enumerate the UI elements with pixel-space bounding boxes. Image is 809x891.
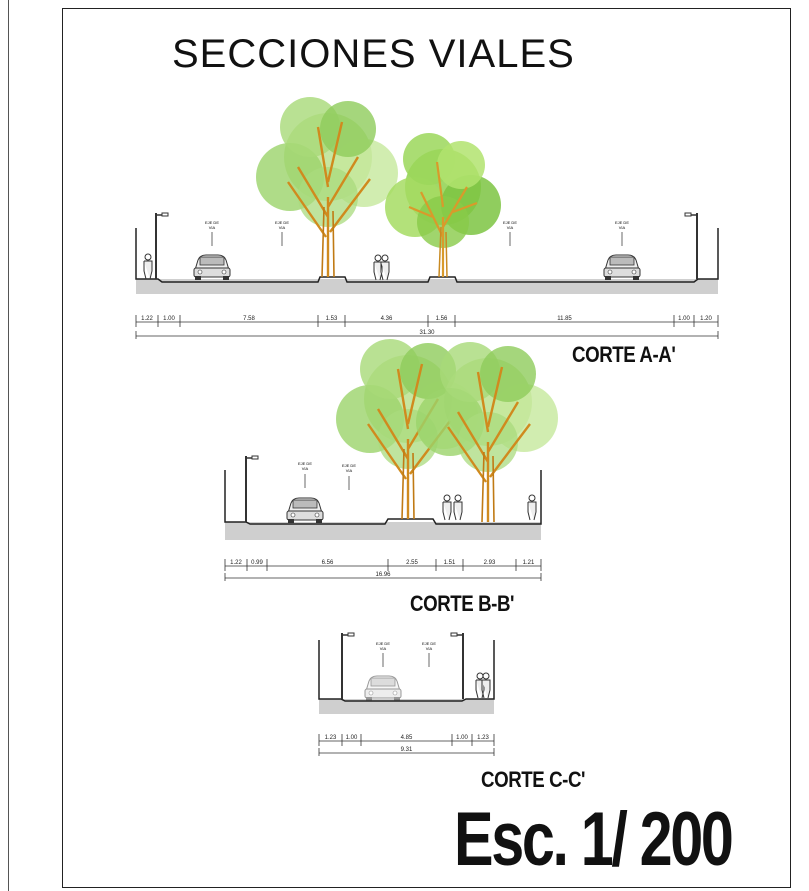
svg-text:VIA: VIA (380, 646, 387, 651)
dimension-value: 6.56 (322, 560, 334, 566)
section-b-label: CORTE B-B' (410, 591, 515, 616)
dimension-value: 1.56 (436, 316, 448, 322)
svg-text:EJE DE: EJE DE (422, 641, 436, 646)
section-b-drawing: EJE DE VIA EJE DE VIA (224, 337, 560, 540)
section-c-drawing: EJE DE VIA EJE DE VIA (318, 632, 495, 714)
dimension-value: 1.22 (141, 316, 153, 322)
svg-text:VIA: VIA (619, 225, 626, 230)
svg-text:VIA: VIA (209, 225, 216, 230)
section-a-label: CORTE A-A' (572, 342, 676, 367)
section-c-label: CORTE C-C' (481, 767, 586, 792)
page-title: SECCIONES VIALES (172, 32, 575, 76)
dimension-value: 1.00 (456, 735, 468, 741)
dimension-value: 1.23 (477, 735, 489, 741)
scale-label: Esc. 1/ 200 (454, 797, 734, 882)
dimension-value: 4.85 (401, 735, 413, 741)
svg-text:EJE DE: EJE DE (342, 463, 356, 468)
dimension-value: 1.00 (346, 735, 358, 741)
svg-text:EJE DE: EJE DE (615, 220, 629, 225)
svg-text:VIA: VIA (346, 468, 353, 473)
axis-label: EJE DE (205, 220, 219, 225)
svg-text:EJE DE: EJE DE (275, 220, 289, 225)
dimension-value: 1.22 (230, 560, 242, 566)
dimension-value: 11.85 (557, 316, 572, 322)
dimension-value: 1.00 (163, 316, 175, 322)
drawing-frame (62, 8, 791, 888)
section-a-dimensions: 1.22 1.00 7.58 1.53 4.36 1.56 11.85 1.00 1.20 31.… (135, 315, 719, 339)
dimension-value: 1.20 (700, 316, 712, 322)
dimension-value: 1.00 (678, 316, 690, 322)
svg-text:EJE DE: EJE DE (376, 641, 390, 646)
dimension-total: 16.96 (375, 572, 391, 578)
dimension-value: 1.53 (326, 316, 338, 322)
section-c-dimensions: 1.23 1.00 4.85 1.00 1.23 9.31 (318, 734, 495, 756)
svg-text:VIA: VIA (279, 225, 286, 230)
dimension-value: 1.21 (523, 560, 535, 566)
dimension-value: 1.51 (444, 560, 456, 566)
dimension-value: 1.23 (325, 735, 337, 741)
dimension-value: 7.58 (243, 316, 255, 322)
dimension-value: 4.36 (381, 316, 393, 322)
dimension-total: 9.31 (401, 747, 413, 753)
sheet-edge-line (8, 0, 9, 891)
dimension-value: 2.55 (406, 560, 418, 566)
dimension-total: 31.30 (419, 330, 435, 336)
svg-text:EJE DE: EJE DE (503, 220, 517, 225)
section-b-dimensions: 1.22 0.99 6.56 2.55 1.51 2.93 1.21 16.96 (224, 559, 542, 581)
svg-text:VIA: VIA (302, 466, 309, 471)
svg-text:EJE DE: EJE DE (298, 461, 312, 466)
svg-text:VIA: VIA (507, 225, 514, 230)
dimension-value: 0.99 (251, 560, 263, 566)
dimension-value: 2.93 (484, 560, 496, 566)
section-a-drawing: EJE DE VIA EJE DE VIA EJE DE VIA EJE DE … (135, 95, 719, 294)
svg-text:VIA: VIA (426, 646, 433, 651)
